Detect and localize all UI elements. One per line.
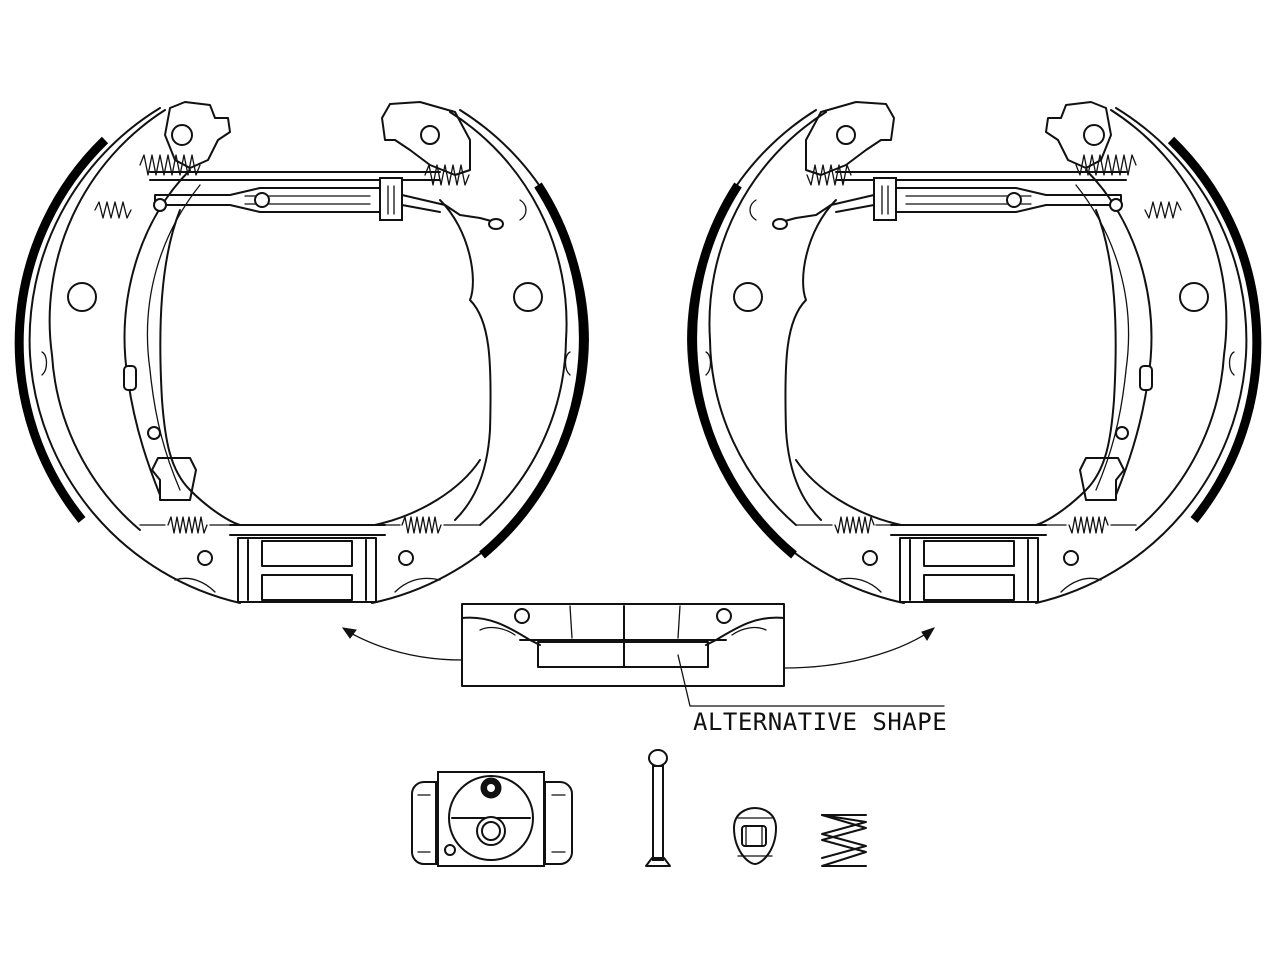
arrow-left [341, 627, 463, 661]
brake-shoe-assembly-right [688, 102, 1257, 603]
wheel-cylinder [411, 771, 573, 867]
alternative-shape-label: ALTERNATIVE SHAPE [693, 708, 947, 736]
alternative-shape-part [461, 603, 785, 687]
hold-down-spring [821, 814, 867, 867]
brake-shoe-assembly-left [19, 102, 588, 603]
retaining-pin [645, 749, 671, 867]
alternative-shape-callout: ALTERNATIVE SHAPE [677, 654, 947, 736]
arrow-right [783, 627, 936, 669]
retaining-cap [733, 807, 777, 865]
